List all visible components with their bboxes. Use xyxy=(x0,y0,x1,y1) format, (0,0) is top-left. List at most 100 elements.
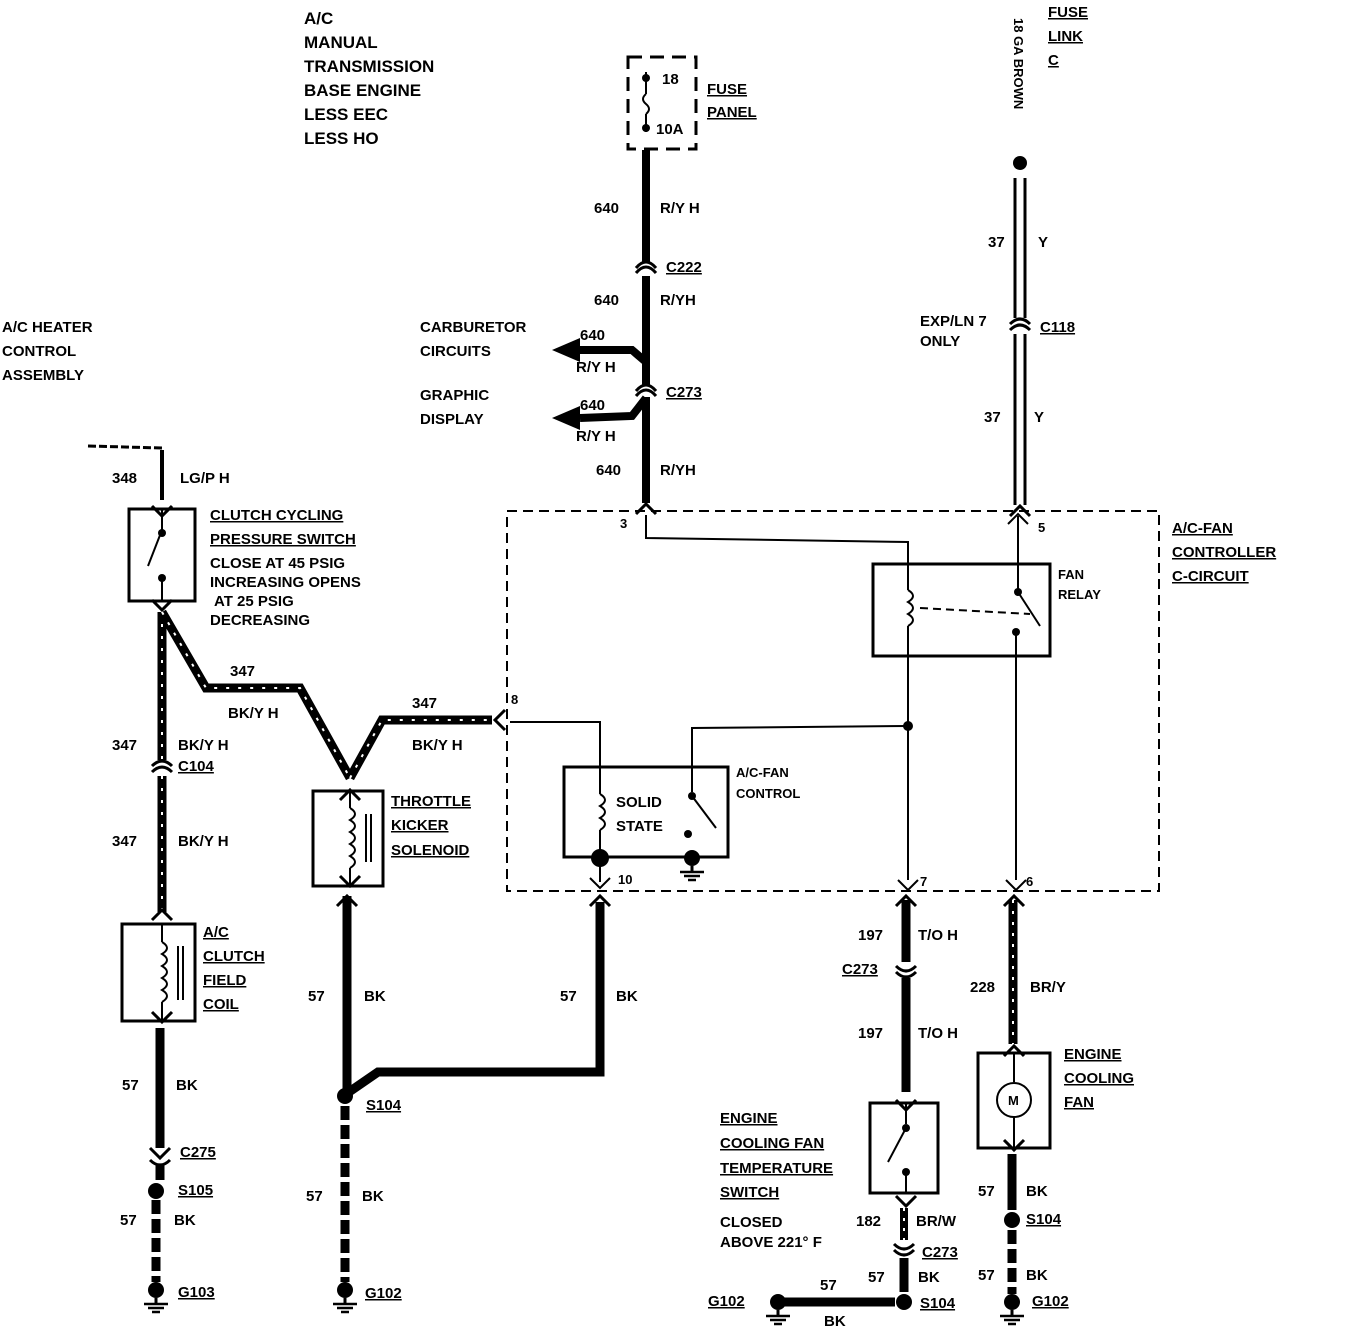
wire-640-feed xyxy=(552,150,658,516)
svg-text:INCREASING OPENS: INCREASING OPENS xyxy=(210,574,361,591)
pin-8: 8 xyxy=(511,692,518,707)
svg-text:BK: BK xyxy=(174,1212,196,1229)
kicker-ground-chain: 57 BK 57 BK S104 57 BK G102 xyxy=(306,893,638,1314)
svg-text:CLUTCH CYCLING: CLUTCH CYCLING xyxy=(210,507,343,524)
connector-c275: C275 xyxy=(180,1144,216,1161)
svg-text:LESS EEC: LESS EEC xyxy=(304,105,388,124)
svg-text:CLUTCH: CLUTCH xyxy=(203,948,265,965)
connector-c273-top: C273 xyxy=(666,384,702,401)
ground-g102-bottom: G102 xyxy=(708,1293,745,1310)
splice-s105: S105 xyxy=(178,1182,213,1199)
svg-text:BK: BK xyxy=(1026,1183,1048,1200)
connector-c118: C118 xyxy=(1040,319,1075,336)
ground-g103: G103 xyxy=(178,1284,215,1301)
svg-text:347: 347 xyxy=(112,737,137,754)
svg-text:A/C: A/C xyxy=(203,924,229,941)
cooling-fan-chain: 228 BR/Y xyxy=(970,893,1066,1058)
svg-text:PANEL: PANEL xyxy=(707,104,757,121)
svg-text:57: 57 xyxy=(560,988,577,1005)
svg-text:ABOVE 221° F: ABOVE 221° F xyxy=(720,1234,822,1251)
svg-text:BK: BK xyxy=(824,1313,846,1330)
svg-text:SOLENOID: SOLENOID xyxy=(391,842,470,859)
svg-text:CONTROL: CONTROL xyxy=(2,343,76,360)
left-ground-chain: 57 BK C275 S105 57 BK G103 xyxy=(120,1028,216,1314)
connector-c273-mid: C273 xyxy=(842,961,878,978)
svg-text:DISPLAY: DISPLAY xyxy=(420,411,484,428)
svg-text:197: 197 xyxy=(858,927,883,944)
svg-text:FAN: FAN xyxy=(1058,567,1084,582)
pin-3: 3 xyxy=(620,516,627,531)
svg-text:37: 37 xyxy=(984,409,1001,426)
svg-text:228: 228 xyxy=(970,979,995,996)
svg-text:37: 37 xyxy=(988,234,1005,251)
svg-text:KICKER: KICKER xyxy=(391,817,449,834)
svg-text:GRAPHIC: GRAPHIC xyxy=(420,387,489,404)
svg-text:EXP/LN 7: EXP/LN 7 xyxy=(920,313,987,330)
svg-text:RELAY: RELAY xyxy=(1058,587,1101,602)
splice-s104-left: S104 xyxy=(366,1097,402,1114)
svg-text:Y: Y xyxy=(1038,234,1048,251)
svg-text:BK/Y H: BK/Y H xyxy=(228,705,279,722)
svg-text:347: 347 xyxy=(412,695,437,712)
svg-text:ENGINE: ENGINE xyxy=(1064,1046,1122,1063)
svg-text:DECREASING: DECREASING xyxy=(210,612,310,629)
svg-text:640: 640 xyxy=(596,462,621,479)
svg-text:FIELD: FIELD xyxy=(203,972,246,989)
svg-text:640: 640 xyxy=(594,200,619,217)
svg-text:347: 347 xyxy=(112,833,137,850)
heater-control-assembly: A/C HEATER CONTROL ASSEMBLY 348 LG/P H xyxy=(2,319,230,519)
svg-text:R/Y H: R/Y H xyxy=(576,359,616,376)
svg-text:A/C: A/C xyxy=(304,9,333,28)
svg-text:BK: BK xyxy=(364,988,386,1005)
svg-text:CLOSED: CLOSED xyxy=(720,1214,783,1231)
svg-text:640: 640 xyxy=(580,397,605,414)
ac-fan-control-module: SOLID STATE A/C-FAN CONTROL xyxy=(562,765,800,882)
svg-text:BR/Y: BR/Y xyxy=(1030,979,1066,996)
svg-text:57: 57 xyxy=(978,1267,995,1284)
svg-text:C-CIRCUIT: C-CIRCUIT xyxy=(1172,568,1249,585)
motor-symbol: M xyxy=(1008,1093,1019,1108)
fuse-number: 18 xyxy=(662,71,679,88)
svg-text:FUSE: FUSE xyxy=(707,81,747,98)
svg-text:MANUAL: MANUAL xyxy=(304,33,378,52)
header-notes: A/C MANUAL TRANSMISSION BASE ENGINE LESS… xyxy=(304,9,434,148)
temp-switch: ENGINE COOLING FAN TEMPERATURE SWITCH CL… xyxy=(720,1101,940,1251)
wire-640-labels: 640 R/Y H C222 640 R/YH CARBURETOR CIRCU… xyxy=(420,200,702,479)
ground-g102-right: G102 xyxy=(1032,1293,1069,1310)
svg-text:A/C-FAN: A/C-FAN xyxy=(736,765,789,780)
svg-text:182: 182 xyxy=(856,1213,881,1230)
ground-g102-left: G102 xyxy=(365,1285,402,1302)
svg-text:A/C HEATER: A/C HEATER xyxy=(2,319,93,336)
pin-7: 7 xyxy=(920,874,927,889)
svg-text:BK/Y H: BK/Y H xyxy=(178,833,229,850)
fan-controller: A/C-FAN CONTROLLER C-CIRCUIT 3 5 8 10 7 … xyxy=(506,510,1276,892)
svg-text:COOLING: COOLING xyxy=(1064,1070,1134,1087)
svg-text:R/Y H: R/Y H xyxy=(660,200,700,217)
svg-text:347: 347 xyxy=(230,663,255,680)
svg-text:THROTTLE: THROTTLE xyxy=(391,793,471,810)
pin-6: 6 xyxy=(1026,874,1033,889)
fuse-link-wire-spec: 18 GA BROWN xyxy=(1011,18,1026,109)
svg-text:AT 25 PSIG: AT 25 PSIG xyxy=(214,593,294,610)
svg-text:57: 57 xyxy=(120,1212,137,1229)
fuse-panel: 18 10A FUSE PANEL xyxy=(626,55,757,151)
temp-switch-chain: 197 T/O H C273 197 T/O H xyxy=(842,893,958,1113)
splice-s104-bottom: S104 xyxy=(920,1295,956,1312)
fan-relay: FAN RELAY xyxy=(871,562,1101,658)
svg-text:R/YH: R/YH xyxy=(660,292,696,309)
connector-c273-bottom: C273 xyxy=(922,1244,958,1261)
svg-text:57: 57 xyxy=(868,1269,885,1286)
svg-text:TEMPERATURE: TEMPERATURE xyxy=(720,1160,833,1177)
svg-text:TRANSMISSION: TRANSMISSION xyxy=(304,57,434,76)
svg-text:LESS HO: LESS HO xyxy=(304,129,379,148)
svg-text:ENGINE: ENGINE xyxy=(720,1110,778,1127)
clutch-field-coil: A/C CLUTCH FIELD COIL xyxy=(120,922,265,1025)
svg-text:348: 348 xyxy=(112,470,137,487)
svg-text:BASE ENGINE: BASE ENGINE xyxy=(304,81,421,100)
svg-text:BK: BK xyxy=(918,1269,940,1286)
wire-37-feed: 37 Y EXP/LN 7 ONLY C118 37 Y xyxy=(920,178,1075,518)
fuse-link: FUSE LINK C 18 GA BROWN xyxy=(1011,4,1088,170)
svg-text:LINK: LINK xyxy=(1048,28,1083,45)
svg-text:CIRCUITS: CIRCUITS xyxy=(420,343,491,360)
